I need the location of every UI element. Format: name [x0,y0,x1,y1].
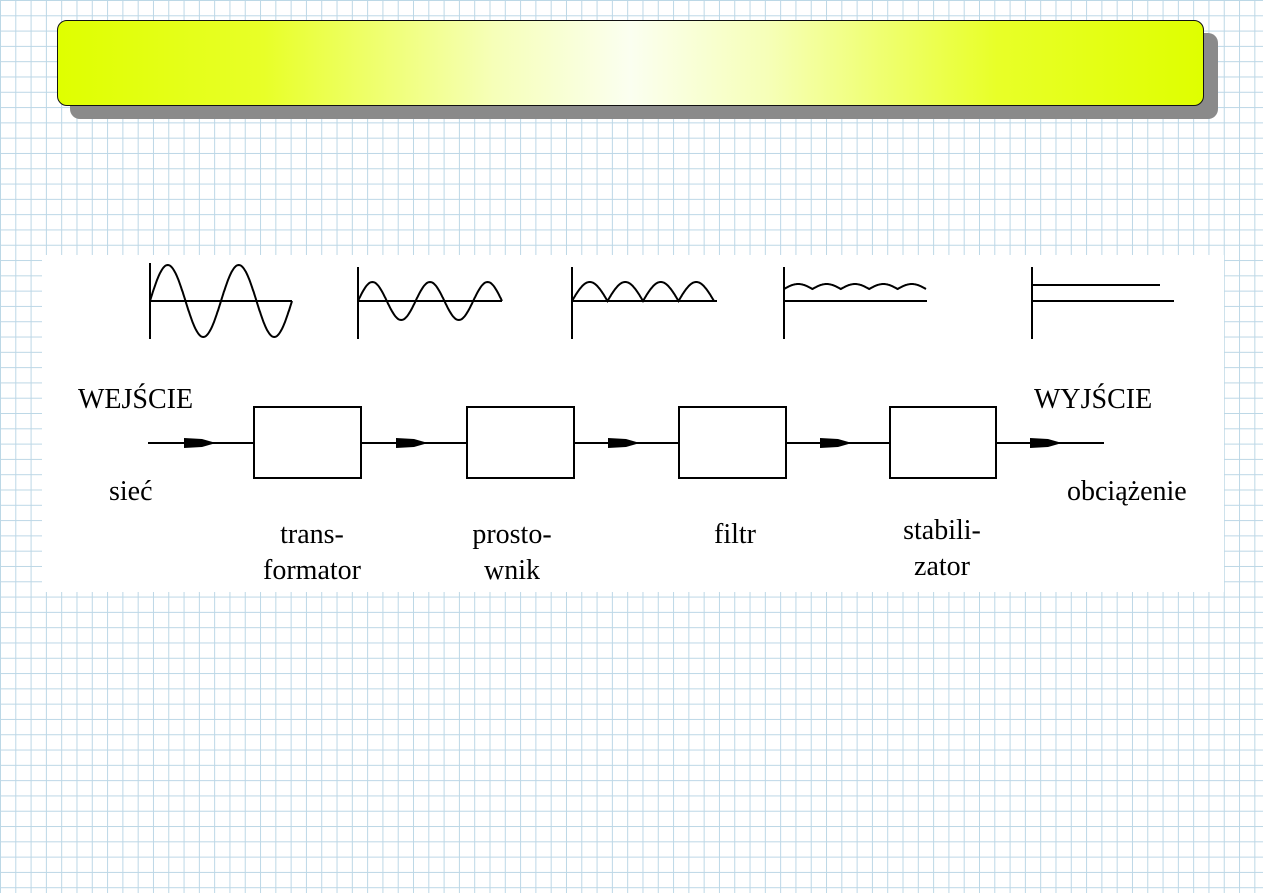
block-label-line: filtr [714,519,756,550]
block-label-rectifier: prosto- wnik [442,517,582,589]
arrow-icon [184,438,216,448]
block-rectifier [466,406,575,479]
block-label-stabilizer: stabili- zator [872,513,1012,585]
waveform-ac-input [149,263,293,339]
block-label-line: zator [914,551,970,582]
block-stabilizer [889,406,997,479]
block-transformer [253,406,362,479]
block-label-line: prosto- [472,519,552,550]
output-sublabel: obciążenie [1067,476,1187,507]
power-supply-block-diagram: WEJŚCIE sieć WYJŚCIE obciążenie trans- f… [42,255,1224,592]
block-label-transformer: trans- formator [242,517,382,589]
arrow-icon [820,438,852,448]
input-sublabel: sieć [109,476,153,507]
diagram-drawing [148,263,1174,479]
block-label-filter: filtr [665,517,805,553]
input-label: WEJŚCIE [78,384,194,415]
title-banner [57,20,1204,106]
waveform-rectified [571,267,717,339]
block-filter [678,406,787,479]
block-label-line: trans- [280,519,344,550]
arrow-icon [608,438,640,448]
arrow-icon [1030,438,1062,448]
flow-arrows [184,438,1062,448]
arrow-icon [396,438,428,448]
waveform-filtered [783,267,927,339]
output-label: WYJŚCIE [1034,384,1153,415]
block-label-line: wnik [484,555,540,586]
waveform-stabilized [1031,267,1174,339]
waveform-ac-transformed [357,267,503,339]
block-label-line: formator [263,555,361,586]
block-label-line: stabili- [903,515,981,546]
